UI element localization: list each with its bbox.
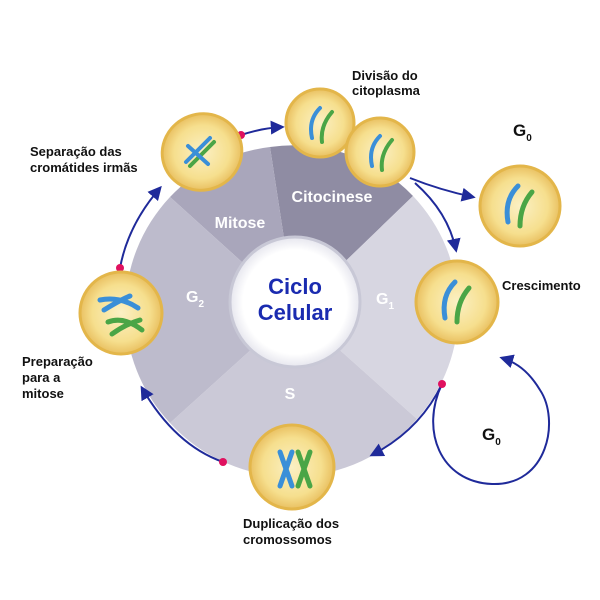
- cell-citocinese: [284, 87, 416, 188]
- chromosome: [109, 317, 143, 337]
- chromosome: [188, 140, 216, 168]
- chromosome: [277, 449, 295, 489]
- caption-duplicacao-line1: Duplicação dos: [243, 516, 339, 531]
- arrow-s-to-g2: [140, 385, 224, 463]
- cell-g0: [478, 164, 562, 248]
- arrow-g2-to-mitose: [119, 185, 162, 269]
- g2-sub: 2: [198, 299, 204, 310]
- caption-divisao-line2: citoplasma: [352, 83, 421, 98]
- phase-label-citocinese: Citocinese: [292, 189, 373, 206]
- caption-separacao: Separação das cromátides irmãs: [30, 144, 138, 175]
- g0-loop-label: G0: [482, 425, 501, 448]
- chromosome: [441, 279, 458, 321]
- center-title-line1: Ciclo: [268, 274, 322, 299]
- g1-sub: 1: [388, 301, 394, 312]
- cell-mitose: [160, 112, 244, 192]
- caption-preparacao-line3: mitose: [22, 386, 64, 401]
- g0-loop-main: G: [482, 425, 495, 444]
- checkpoints: [116, 131, 446, 466]
- caption-duplicacao: Duplicação dos cromossomos: [243, 516, 343, 547]
- caption-crescimento: Crescimento: [502, 278, 581, 293]
- arrow-to-g1: [414, 182, 461, 253]
- g1-main: G: [376, 291, 388, 308]
- sector-g2: [125, 197, 296, 423]
- caption-preparacao-line2: para a: [22, 370, 61, 385]
- caption-divisao: Divisão do citoplasma: [352, 68, 421, 98]
- chromosome: [105, 317, 145, 333]
- cell-duplicacao: [248, 423, 336, 511]
- center-circle: [228, 235, 362, 369]
- sector-g1: [295, 196, 459, 419]
- center-title-line2: Celular: [258, 300, 333, 325]
- arrow-to-g0-top: [409, 177, 476, 202]
- g2-main: G: [186, 289, 198, 306]
- chromosome: [184, 136, 212, 164]
- chromosome: [517, 189, 535, 229]
- g0-top-sub: 0: [526, 133, 532, 144]
- phase-label-g2: G2: [186, 289, 204, 310]
- caption-duplicacao-line2: cromossomos: [243, 532, 332, 547]
- chromosome: [101, 293, 133, 313]
- chromosome: [504, 183, 521, 225]
- chromosome: [454, 285, 472, 325]
- phase-label-g1: G1: [376, 291, 394, 312]
- phase-label-mitose: Mitose: [215, 215, 266, 232]
- sector-s: [170, 310, 417, 477]
- caption-separacao-line2: cromátides irmãs: [30, 160, 138, 175]
- checkpoint-dot: [219, 458, 227, 466]
- chromosome: [186, 144, 210, 166]
- g0-top-main: G: [513, 121, 526, 140]
- chromosome: [295, 449, 313, 489]
- arrow-g0-loop: [432, 354, 551, 486]
- checkpoint-dot: [116, 264, 124, 272]
- phase-label-s: S: [285, 386, 296, 403]
- g0-top-label: G0: [513, 121, 532, 144]
- g0-loop-sub: 0: [495, 437, 501, 448]
- caption-separacao-line1: Separação das: [30, 144, 122, 159]
- chromosome: [369, 134, 382, 168]
- cell-crescimento: [414, 259, 500, 345]
- chromosome: [379, 138, 394, 172]
- arrow-to-citocinese: [240, 120, 285, 136]
- caption-divisao-line1: Divisão do: [352, 68, 418, 83]
- caption-preparacao: Preparação para a mitose: [22, 354, 96, 401]
- checkpoint-dot: [438, 380, 446, 388]
- cell-preparacao: [78, 270, 164, 356]
- chromosome: [319, 110, 334, 144]
- chromosome: [309, 106, 322, 140]
- caption-preparacao-line1: Preparação: [22, 354, 93, 369]
